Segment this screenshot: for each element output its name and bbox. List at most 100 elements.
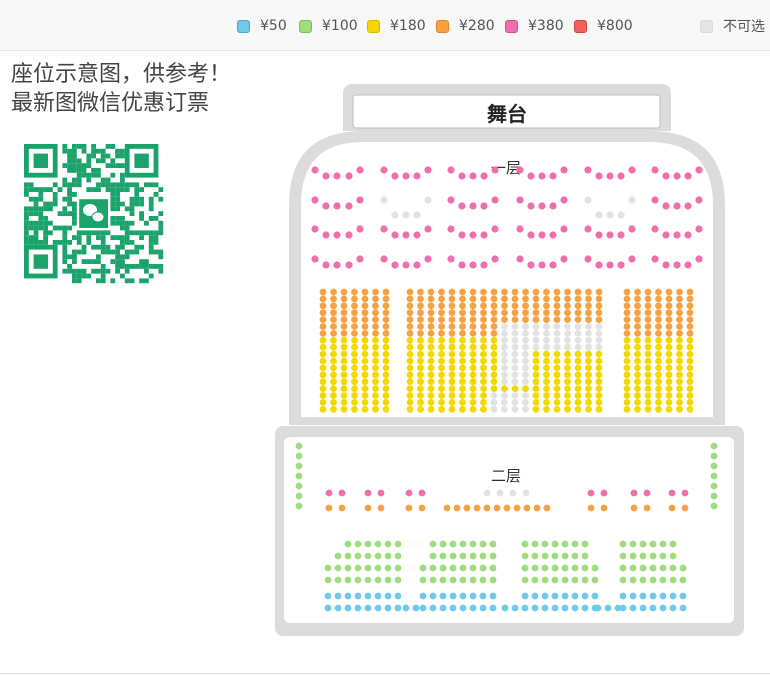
seat[interactable] (372, 323, 379, 330)
seat[interactable] (543, 323, 550, 330)
seat[interactable] (549, 261, 557, 269)
seat[interactable] (402, 261, 410, 269)
seat[interactable] (501, 392, 508, 399)
seat[interactable] (651, 166, 659, 174)
seat[interactable] (623, 336, 631, 344)
seat[interactable] (351, 392, 358, 399)
seat[interactable] (427, 371, 435, 379)
seat[interactable] (490, 371, 498, 379)
seat[interactable] (584, 166, 592, 174)
seat[interactable] (695, 225, 703, 233)
seat[interactable] (438, 385, 445, 392)
seat[interactable] (574, 336, 582, 344)
seat[interactable] (644, 392, 652, 399)
seat[interactable] (595, 357, 603, 365)
seat[interactable] (372, 392, 379, 399)
seat[interactable] (413, 211, 421, 219)
seat[interactable] (659, 540, 667, 548)
seat[interactable] (669, 564, 677, 572)
seat[interactable] (340, 288, 348, 296)
seat[interactable] (344, 576, 352, 584)
seat[interactable] (351, 378, 358, 386)
seat[interactable] (438, 316, 445, 323)
seat[interactable] (604, 604, 612, 612)
seat[interactable] (311, 166, 319, 174)
seat[interactable] (686, 364, 694, 372)
seat[interactable] (319, 364, 327, 372)
seat[interactable] (351, 288, 358, 296)
seat[interactable] (543, 302, 550, 310)
seat[interactable] (469, 392, 477, 399)
seat[interactable] (571, 604, 579, 612)
seat[interactable] (354, 604, 362, 612)
seat[interactable] (511, 350, 519, 358)
seat[interactable] (501, 288, 508, 296)
seat[interactable] (354, 540, 362, 548)
seat[interactable] (531, 592, 539, 600)
seat[interactable] (543, 371, 550, 379)
seat[interactable] (543, 392, 550, 399)
seat[interactable] (676, 336, 683, 344)
seat[interactable] (649, 604, 657, 612)
seat[interactable] (659, 552, 667, 560)
seat[interactable] (372, 371, 379, 379)
seat[interactable] (686, 295, 694, 303)
seat[interactable] (665, 288, 673, 296)
seat[interactable] (340, 295, 348, 303)
seat[interactable] (532, 309, 540, 317)
seat[interactable] (480, 357, 487, 365)
seat[interactable] (695, 196, 703, 204)
seat[interactable] (527, 231, 535, 239)
seat[interactable] (448, 350, 456, 358)
seat[interactable] (490, 385, 498, 392)
seat[interactable] (574, 350, 582, 358)
seat[interactable] (427, 364, 435, 372)
seat[interactable] (676, 378, 683, 386)
seat[interactable] (406, 330, 414, 337)
seat[interactable] (449, 552, 457, 560)
seat[interactable] (665, 378, 673, 386)
seat[interactable] (345, 172, 353, 180)
seat[interactable] (372, 316, 379, 323)
seat[interactable] (364, 564, 372, 572)
seat[interactable] (553, 288, 561, 296)
seat[interactable] (319, 405, 327, 413)
seat[interactable] (361, 330, 369, 337)
seat[interactable] (595, 343, 603, 351)
seat[interactable] (447, 225, 455, 233)
seat[interactable] (380, 166, 388, 174)
seat[interactable] (418, 504, 426, 512)
seat[interactable] (538, 172, 546, 180)
seat[interactable] (406, 343, 414, 351)
seat[interactable] (600, 504, 608, 512)
seat[interactable] (679, 576, 687, 584)
seat[interactable] (419, 564, 427, 572)
seat[interactable] (340, 343, 348, 351)
seat[interactable] (480, 378, 487, 386)
seat[interactable] (449, 576, 457, 584)
seat[interactable] (340, 357, 348, 365)
seat[interactable] (634, 357, 641, 365)
seat[interactable] (553, 309, 561, 317)
seat[interactable] (324, 576, 332, 584)
seat[interactable] (501, 309, 508, 317)
seat[interactable] (490, 357, 498, 365)
seat[interactable] (522, 343, 529, 351)
seat[interactable] (551, 604, 559, 612)
seat[interactable] (531, 540, 539, 548)
seat[interactable] (351, 357, 358, 365)
seat[interactable] (459, 343, 466, 351)
seat[interactable] (459, 564, 467, 572)
seat[interactable] (406, 405, 414, 413)
seat[interactable] (655, 350, 662, 358)
seat[interactable] (679, 564, 687, 572)
seat[interactable] (417, 295, 424, 303)
seat[interactable] (634, 316, 641, 323)
seat[interactable] (634, 336, 641, 344)
seat[interactable] (439, 592, 447, 600)
seat[interactable] (319, 350, 327, 358)
seat[interactable] (340, 336, 348, 344)
seat[interactable] (522, 392, 529, 399)
seat[interactable] (319, 316, 327, 323)
seat[interactable] (479, 604, 487, 612)
